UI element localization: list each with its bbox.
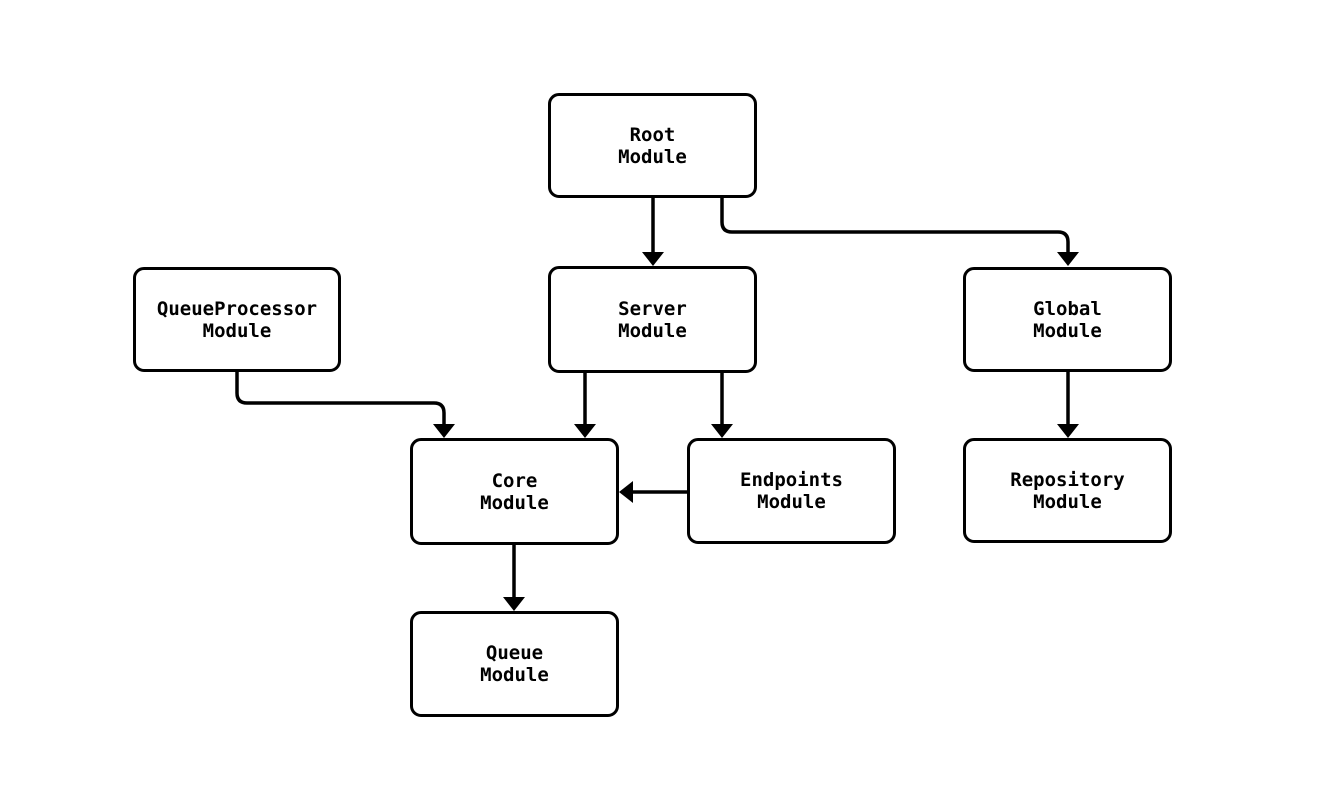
arrowhead-queueprocessor-to-core — [433, 424, 455, 438]
node-queue-module: Queue Module — [410, 611, 619, 717]
arrowhead-server-to-endpoints — [711, 424, 733, 438]
node-global-module: Global Module — [963, 267, 1172, 372]
node-server-module: Server Module — [548, 266, 757, 373]
node-root-module: Root Module — [548, 93, 757, 198]
arrowhead-core-to-queue — [503, 597, 525, 611]
arrowhead-global-to-repository — [1057, 424, 1079, 438]
arrowhead-root-to-server — [642, 252, 664, 266]
arrowhead-server-to-core — [574, 424, 596, 438]
edge-root-to-global — [720, 198, 1070, 252]
edge-queueprocessor-to-core — [235, 372, 446, 424]
arrowhead-root-to-global — [1057, 252, 1079, 266]
node-core-module: Core Module — [410, 438, 619, 545]
arrowhead-endpoints-to-core — [619, 481, 633, 503]
node-endpoints-module: Endpoints Module — [687, 438, 896, 544]
node-repository-module: Repository Module — [963, 438, 1172, 543]
node-queueprocessor-module: QueueProcessor Module — [133, 267, 341, 372]
